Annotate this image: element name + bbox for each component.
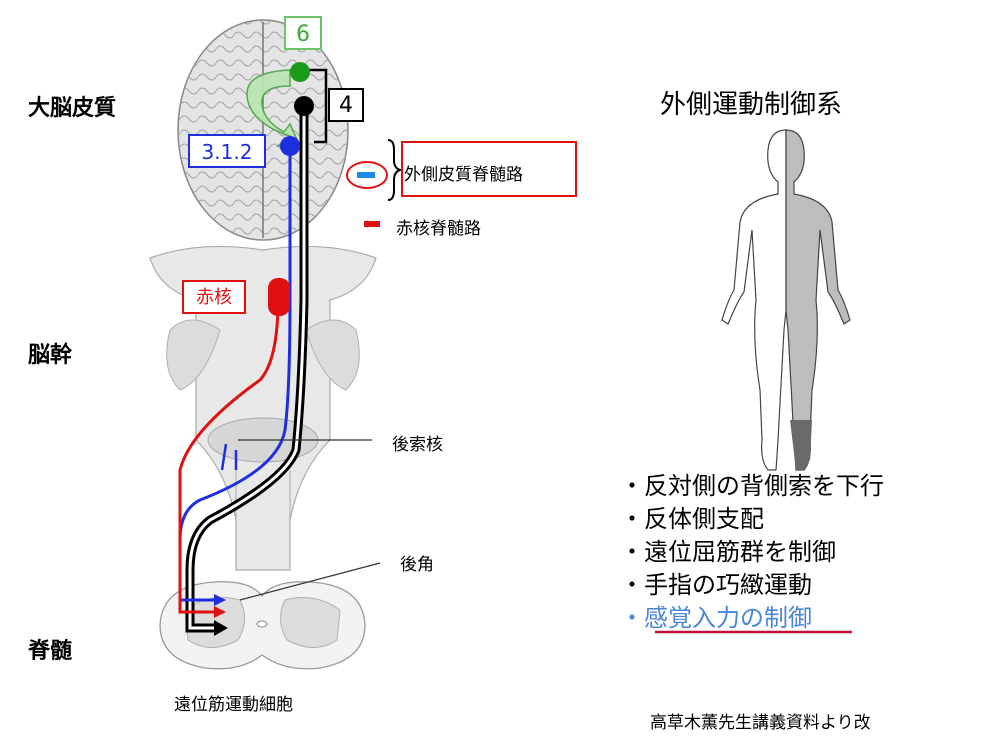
spinal-cord-label: 脊髄 — [28, 639, 73, 664]
page-title: 外側運動制御系 — [660, 90, 843, 120]
cortex-label: 大脳皮質 — [28, 96, 117, 121]
cerebrum-illustration — [177, 19, 349, 241]
legend-rubrospinal: 赤核脊髄路 — [396, 219, 481, 239]
human-figure — [721, 129, 851, 471]
area312-label: 3.1.2 — [188, 134, 266, 168]
area312-node — [280, 136, 300, 156]
bullet-item: ・反体側支配 — [620, 505, 764, 533]
distal-motor-neuron-label: 遠位筋運動細胞 — [174, 695, 293, 715]
source-credit: 高草木薫先生講義資料より改 — [650, 713, 871, 733]
legend-red-swatch — [364, 221, 380, 227]
corticospinal-tract-blue — [178, 146, 292, 602]
red-nucleus-label: 赤核 — [182, 280, 246, 314]
bullet-list: ・反対側の背側索を下行 ・反体側支配 ・遠位屈筋群を制御 ・手指の巧緻運動 ・感… — [620, 470, 884, 635]
red-nucleus-node — [268, 278, 290, 316]
area4-node — [294, 96, 314, 116]
legend-bracket — [387, 139, 404, 201]
legend-blue-swatch — [357, 172, 375, 178]
legend-highlight-box — [401, 141, 577, 197]
legend-lateral-corticospinal: 外側皮質脊髄路 — [404, 165, 523, 185]
dorsal-horn-label: 後角 — [400, 555, 434, 575]
rubrospinal-tract-red — [178, 299, 280, 614]
bullet-item: ・手指の巧緻運動 — [620, 571, 812, 599]
area6-label: 6 — [284, 16, 322, 50]
bullet-item: ・遠位屈筋群を制御 — [620, 538, 836, 566]
bullet-item: ・反対側の背側索を下行 — [620, 472, 884, 500]
area4-label: 4 — [328, 88, 364, 122]
area6-node — [290, 62, 310, 82]
corticospinal-tract-black — [185, 68, 328, 633]
dorsal-horn-leader — [239, 562, 381, 601]
legend-circle — [346, 161, 388, 189]
dorsal-column-nuclei-label: 後索核 — [392, 435, 443, 455]
bullet-item-highlight: ・感覚入力の制御 — [620, 604, 812, 632]
brainstem-label: 脳幹 — [28, 343, 73, 368]
